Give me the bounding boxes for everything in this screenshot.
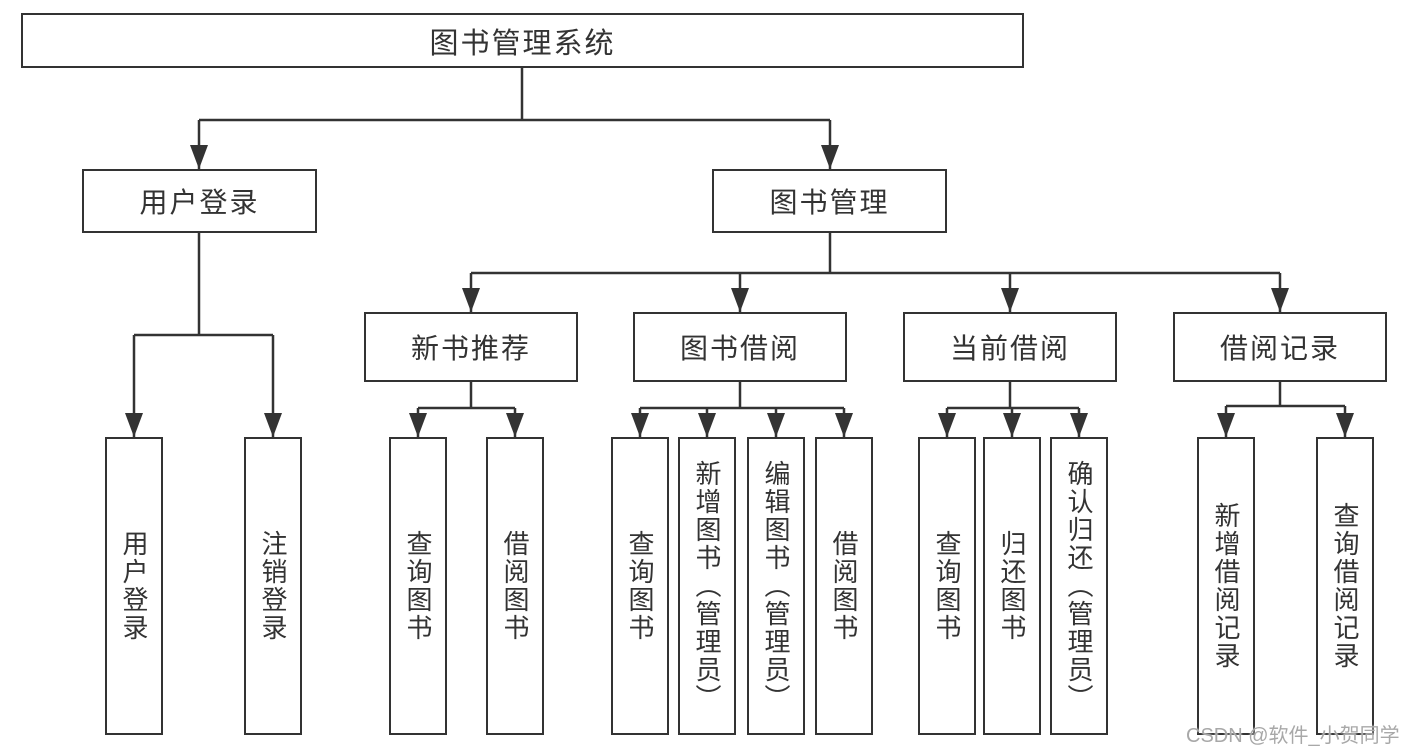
- leaf-query-books-current: 查询图书: [918, 437, 976, 735]
- leaf-borrow-books: 借阅图书: [815, 437, 873, 735]
- csdn-watermark: CSDN @软件_小贺同学: [1186, 725, 1400, 747]
- node-new-book-recommend: 新书推荐: [364, 312, 578, 382]
- leaf-borrow-books-recommend: 借阅图书: [486, 437, 544, 735]
- node-library-management-system: 图书管理系统: [21, 13, 1024, 68]
- leaf-logout: 注销登录: [244, 437, 302, 735]
- leaf-query-books-recommend: 查询图书: [389, 437, 447, 735]
- node-book-borrowing: 图书借阅: [633, 312, 847, 382]
- leaf-query-books-borrowing: 查询图书: [611, 437, 669, 735]
- leaf-return-books: 归还图书: [983, 437, 1041, 735]
- node-borrowing-records: 借阅记录: [1173, 312, 1387, 382]
- leaf-query-borrow-record: 查询借阅记录: [1316, 437, 1374, 735]
- leaf-confirm-return-admin: 确认归还（管理员）: [1050, 437, 1108, 735]
- leaf-add-borrow-record: 新增借阅记录: [1197, 437, 1255, 735]
- leaf-user-login: 用户登录: [105, 437, 163, 735]
- node-current-borrowing: 当前借阅: [903, 312, 1117, 382]
- node-book-management: 图书管理: [712, 169, 947, 233]
- node-user-login: 用户登录: [82, 169, 317, 233]
- leaf-add-books-admin: 新增图书（管理员）: [678, 437, 736, 735]
- leaf-edit-books-admin: 编辑图书（管理员）: [747, 437, 805, 735]
